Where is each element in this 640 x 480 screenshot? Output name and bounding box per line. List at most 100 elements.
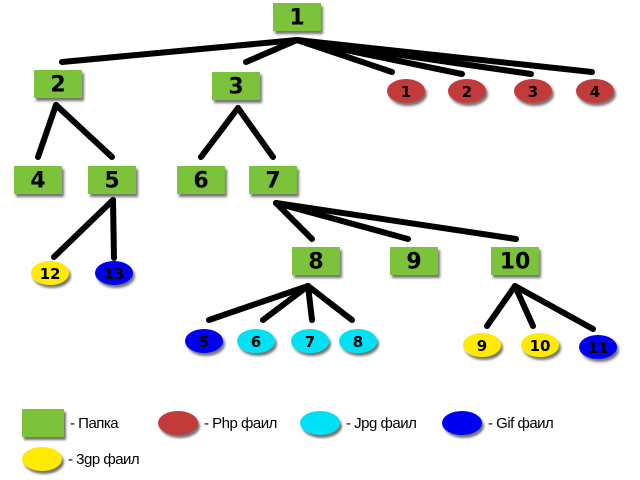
node-label: 7 (265, 169, 280, 194)
gif-file-node-5: 5 (185, 329, 223, 353)
edge-root-p4 (294, 37, 595, 75)
node-label: 5 (104, 169, 119, 194)
folder-node-5: 5 (88, 166, 136, 194)
node-label: 4 (590, 83, 600, 101)
folder-node-8: 8 (292, 247, 340, 275)
folder-icon (292, 247, 340, 275)
edge-f8-j6 (260, 283, 311, 323)
edge-root-f3 (243, 37, 300, 65)
folder-icon (14, 166, 62, 194)
gif-file-icon (579, 335, 617, 359)
edge-f3-f7 (235, 105, 276, 160)
node-label: 1 (289, 6, 304, 31)
edge-f5-g13 (110, 197, 117, 261)
node-label: 1 (401, 83, 411, 101)
jpg-file-icon (237, 329, 275, 353)
edge-f7-f8 (273, 200, 315, 242)
php-file-node-2: 2 (448, 79, 486, 103)
php-file-icon (576, 79, 614, 103)
3gp-swatch-icon (22, 447, 62, 471)
3gp-file-icon (463, 333, 501, 357)
folder-node-4: 4 (14, 166, 62, 194)
folder-icon (34, 70, 82, 98)
legend-item-folder: - Папка (22, 409, 119, 437)
3gp-file-node-10: 10 (521, 333, 559, 357)
php-swatch-icon (158, 411, 198, 435)
jpg-file-node-6: 6 (237, 329, 275, 353)
jpg-swatch-icon (300, 411, 340, 435)
folder-icon (249, 166, 297, 194)
gif-file-icon (95, 261, 133, 285)
legend-item-jpg: - Jpg фаил (300, 411, 417, 435)
node-label: 5 (199, 333, 209, 351)
jpg-file-icon (339, 329, 377, 353)
php-file-icon (448, 79, 486, 103)
jpg-file-node-7: 7 (291, 329, 329, 353)
edge-f10-t10 (512, 283, 536, 329)
folder-icon (390, 247, 438, 275)
edge-f10-t9 (484, 283, 518, 329)
edge-f3-f6 (198, 105, 241, 160)
folder-icon (177, 166, 225, 194)
legend-label-jpg: - Jpg фаил (346, 414, 417, 432)
folder-node-7: 7 (249, 166, 297, 194)
node-label: 7 (305, 333, 315, 351)
folder-node-2: 2 (34, 70, 82, 98)
folder-icon (212, 72, 260, 100)
node-label: 6 (251, 333, 261, 351)
edge-f7-f10 (273, 200, 519, 242)
folder-node-9: 9 (390, 247, 438, 275)
php-file-icon (514, 79, 552, 103)
php-file-icon (387, 79, 425, 103)
php-file-node-1: 1 (387, 79, 425, 103)
node-label: 8 (308, 250, 323, 275)
legend-label-php: - Php фаил (204, 414, 277, 432)
jpg-file-node-8: 8 (339, 329, 377, 353)
php-file-node-3: 3 (514, 79, 552, 103)
legend-label-folder: - Папка (70, 414, 119, 432)
gif-swatch-icon (442, 411, 482, 435)
edge-f8-j7 (305, 283, 315, 323)
node-label: 4 (30, 169, 45, 194)
node-label: 10 (500, 250, 531, 275)
node-label: 13 (104, 265, 125, 283)
edge-root-f2 (59, 37, 300, 65)
edge-f5-t12 (51, 197, 116, 260)
folder-icon (273, 3, 321, 31)
folder-node-10: 10 (491, 247, 539, 275)
node-label: 2 (50, 73, 65, 98)
edge-f8-j8 (305, 283, 355, 323)
edge-f8-g5 (206, 283, 311, 323)
legend-item-3gp: - 3gp фаил (22, 447, 140, 471)
edge-f2-f4 (35, 102, 59, 160)
gif-file-icon (185, 329, 223, 353)
node-label: 9 (477, 337, 487, 355)
gif-file-node-11: 11 (579, 335, 617, 359)
folder-node-6: 6 (177, 166, 225, 194)
folder-node-1: 1 (273, 3, 321, 31)
3gp-file-icon (521, 333, 559, 357)
node-label: 8 (353, 333, 363, 351)
3gp-file-node-9: 9 (463, 333, 501, 357)
edge-f2-f5 (53, 102, 115, 160)
folder-node-3: 3 (212, 72, 260, 100)
php-file-node-4: 4 (576, 79, 614, 103)
legend-item-php: - Php фаил (158, 411, 277, 435)
3gp-file-icon (31, 261, 69, 285)
node-label: 3 (228, 75, 243, 100)
folder-icon (491, 247, 539, 275)
node-label: 6 (193, 169, 208, 194)
node-label: 9 (406, 250, 421, 275)
edge-f10-g11 (512, 283, 596, 332)
tree-edges (35, 37, 596, 332)
folder-swatch-icon (22, 409, 64, 437)
legend-label-3gp: - 3gp фаил (68, 450, 140, 468)
gif-file-node-13: 13 (95, 261, 133, 285)
node-label: 2 (462, 83, 472, 101)
legend-label-gif: - Gif фаил (488, 414, 554, 432)
node-label: 11 (588, 339, 609, 357)
node-label: 10 (530, 337, 551, 355)
node-label: 3 (528, 83, 538, 101)
